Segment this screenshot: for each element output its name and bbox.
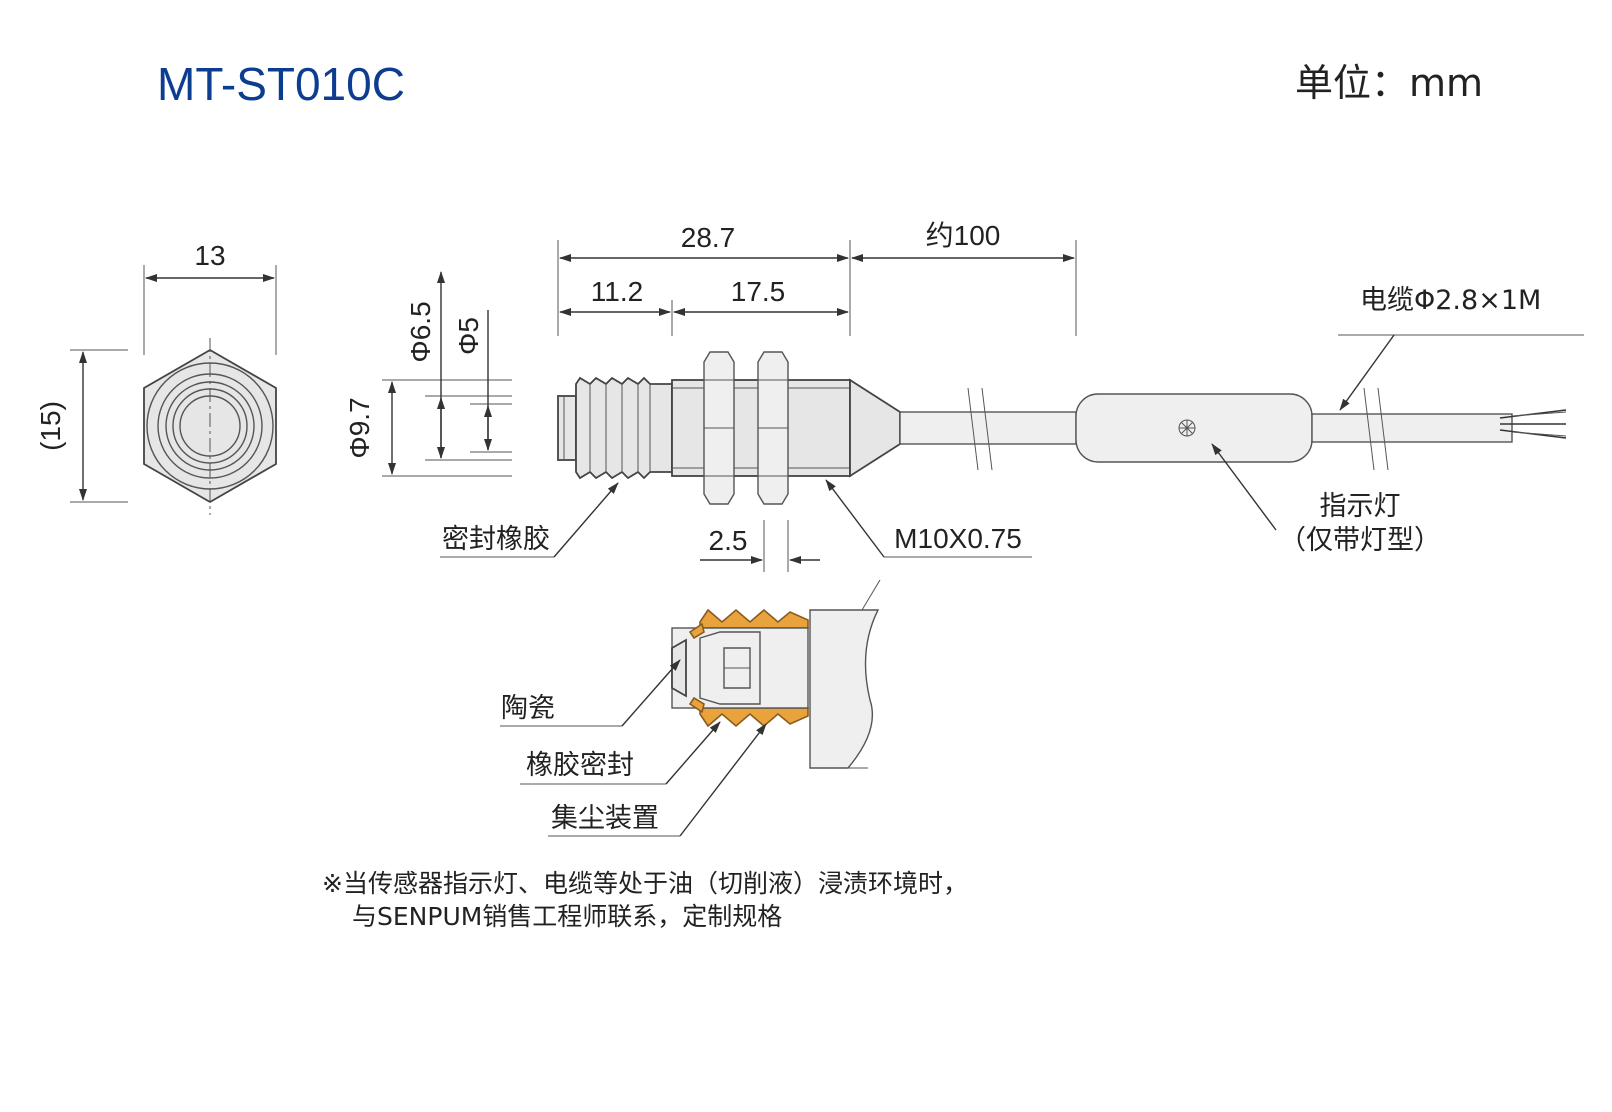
model-title: MT-ST010C — [157, 58, 405, 110]
dim-dia-5: Φ5 — [453, 317, 484, 355]
dim-nut-thickness: 2.5 — [709, 525, 748, 556]
dim-cable-approx: 约100 — [926, 220, 1001, 251]
note-line-1: ※当传感器指示灯、电缆等处于油（切削液）浸渍环境时， — [322, 869, 968, 898]
note-line-2: 与SENPUM销售工程师联系，定制规格 — [352, 902, 782, 931]
label-indicator-note: （仅带灯型） — [1279, 525, 1441, 556]
cross-section-leaders — [500, 659, 767, 837]
label-dust-collector: 集尘装置 — [551, 803, 659, 834]
dim-hex-width: 13 — [194, 240, 225, 271]
cross-section-detail — [671, 579, 881, 769]
dim-thread-len-b: 17.5 — [731, 276, 786, 307]
label-indicator: 指示灯 — [1320, 491, 1401, 522]
dim-total-length: 28.7 — [681, 222, 736, 253]
sensor-side-view — [557, 351, 1567, 505]
side-view-leaders — [440, 334, 1584, 558]
dim-hex-height: (15) — [35, 401, 66, 451]
label-rubber-seal: 橡胶密封 — [526, 750, 634, 781]
unit-label: 单位：mm — [1295, 61, 1483, 105]
diameter-dimensions — [382, 271, 512, 477]
dim-dia-9-7: Φ9.7 — [344, 397, 375, 458]
label-ceramic: 陶瓷 — [501, 693, 555, 724]
label-thread-spec: M10X0.75 — [894, 523, 1022, 554]
label-cable-spec: 电缆Φ2.8×1M — [1360, 285, 1541, 316]
label-seal-rubber: 密封橡胶 — [442, 524, 550, 555]
hex-end-view — [70, 265, 277, 515]
dim-dia-6-5: Φ6.5 — [405, 301, 436, 362]
dim-thread-len-a: 11.2 — [591, 276, 643, 307]
length-dimensions — [557, 240, 1077, 572]
